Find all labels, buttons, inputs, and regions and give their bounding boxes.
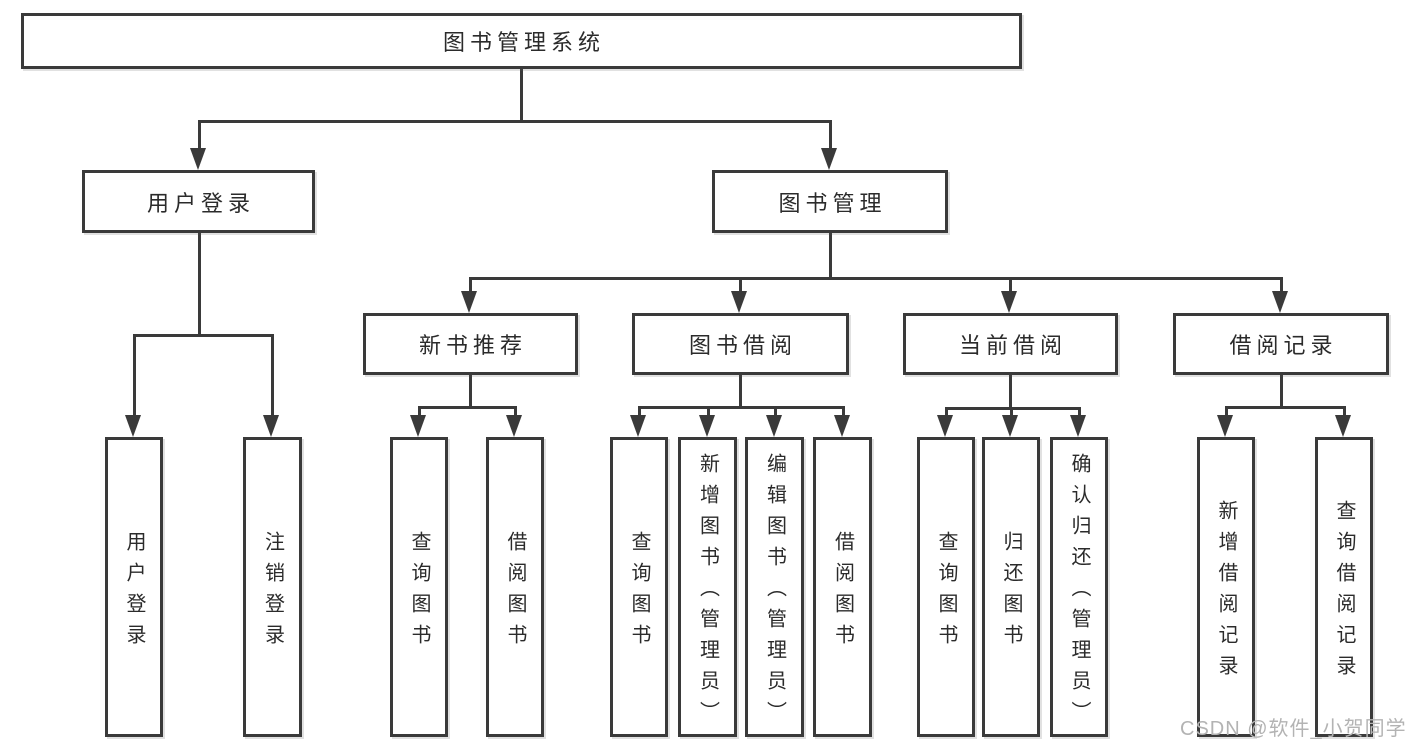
connector-stem bbox=[739, 373, 742, 409]
node-label-leaf-borrow-books-1: 借阅图书 bbox=[504, 530, 526, 655]
node-leaf-add-books-admin: 新增图书（管理员） bbox=[678, 437, 737, 737]
arrow-down-icon bbox=[1002, 415, 1018, 437]
arrow-down-icon bbox=[937, 415, 953, 437]
connector-drop bbox=[707, 407, 710, 419]
node-label-leaf-confirm-return-admin: 确认归还（管理员） bbox=[1068, 453, 1090, 732]
connector-drop bbox=[198, 121, 201, 152]
connector-drop bbox=[1343, 407, 1346, 419]
connector-drop bbox=[739, 278, 742, 295]
arrow-down-icon bbox=[461, 291, 477, 313]
node-leaf-add-borrow-record: 新增借阅记录 bbox=[1197, 437, 1255, 737]
arrow-down-icon bbox=[1335, 415, 1351, 437]
node-leaf-confirm-return-admin: 确认归还（管理员） bbox=[1050, 437, 1108, 737]
connector-drop bbox=[1078, 408, 1081, 419]
connector-stem bbox=[520, 67, 523, 123]
arrow-down-icon bbox=[190, 148, 206, 170]
connector-stem bbox=[469, 373, 472, 409]
node-borrowing-records: 借阅记录 bbox=[1173, 313, 1389, 375]
connector-rail bbox=[1225, 406, 1346, 409]
node-label-leaf-add-books-admin: 新增图书（管理员） bbox=[696, 453, 719, 732]
node-label-user-login: 用户登录 bbox=[146, 190, 255, 216]
node-leaf-return-books: 归还图书 bbox=[982, 437, 1040, 737]
connector-rail bbox=[418, 406, 517, 409]
node-label-leaf-query-books-1: 查询图书 bbox=[408, 530, 430, 655]
node-leaf-query-books-1: 查询图书 bbox=[390, 437, 448, 737]
node-label-leaf-borrow-books-2: 借阅图书 bbox=[831, 530, 854, 655]
node-book-borrowing: 图书借阅 bbox=[632, 313, 849, 375]
node-label-system: 图书管理系统 bbox=[442, 30, 605, 55]
arrow-down-icon bbox=[125, 415, 141, 437]
arrow-down-icon bbox=[506, 415, 522, 437]
connector-drop bbox=[1280, 278, 1283, 295]
node-user-login: 用户登录 bbox=[82, 170, 315, 233]
connector-drop bbox=[514, 407, 517, 419]
node-label-leaf-query-books-3: 查询图书 bbox=[935, 530, 957, 655]
arrow-down-icon bbox=[410, 415, 426, 437]
node-leaf-borrow-books-2: 借阅图书 bbox=[813, 437, 872, 737]
csdn-watermark: CSDN @软件_小贺同学 bbox=[1180, 718, 1405, 740]
connector-drop bbox=[1010, 408, 1013, 419]
connector-rail bbox=[469, 277, 1283, 280]
connector-drop bbox=[829, 121, 832, 152]
node-label-leaf-edit-books-admin: 编辑图书（管理员） bbox=[763, 453, 786, 732]
arrow-down-icon bbox=[699, 415, 715, 437]
node-leaf-user-login: 用户登录 bbox=[105, 437, 163, 737]
connector-rail bbox=[133, 334, 274, 337]
connector-stem bbox=[1280, 373, 1283, 409]
arrow-down-icon bbox=[1001, 291, 1017, 313]
node-leaf-logout: 注销登录 bbox=[243, 437, 302, 737]
arrow-down-icon bbox=[1070, 415, 1086, 437]
connector-drop bbox=[1009, 278, 1012, 295]
node-leaf-borrow-books-1: 借阅图书 bbox=[486, 437, 544, 737]
arrow-down-icon bbox=[834, 415, 850, 437]
connector-stem bbox=[198, 231, 201, 337]
arrow-down-icon bbox=[766, 415, 782, 437]
connector-drop bbox=[774, 407, 777, 419]
arrow-down-icon bbox=[821, 148, 837, 170]
arrow-down-icon bbox=[263, 415, 279, 437]
connector-drop bbox=[945, 408, 948, 419]
connector-drop bbox=[842, 407, 845, 419]
node-current-borrowing: 当前借阅 bbox=[903, 313, 1118, 375]
node-leaf-query-books-3: 查询图书 bbox=[917, 437, 975, 737]
node-system: 图书管理系统 bbox=[21, 13, 1022, 69]
node-label-new-book-recommend: 新书推荐 bbox=[418, 333, 527, 358]
arrow-down-icon bbox=[1217, 415, 1233, 437]
node-new-book-recommend: 新书推荐 bbox=[363, 313, 578, 375]
connector-drop bbox=[418, 407, 421, 419]
node-label-leaf-query-books-2: 查询图书 bbox=[628, 530, 650, 655]
node-label-book-borrowing: 图书借阅 bbox=[688, 333, 797, 358]
connector-rail bbox=[638, 406, 845, 409]
node-leaf-edit-books-admin: 编辑图书（管理员） bbox=[745, 437, 804, 737]
connector-drop bbox=[133, 335, 136, 419]
node-label-borrowing-records: 借阅记录 bbox=[1229, 333, 1338, 358]
connector-drop bbox=[271, 335, 274, 419]
node-label-book-management: 图书管理 bbox=[778, 190, 887, 216]
node-label-leaf-return-books: 归还图书 bbox=[1000, 530, 1022, 655]
connector-stem bbox=[1009, 373, 1012, 410]
node-label-current-borrowing: 当前借阅 bbox=[958, 333, 1067, 358]
node-label-leaf-query-borrow-record: 查询借阅记录 bbox=[1333, 499, 1355, 686]
node-label-leaf-add-borrow-record: 新增借阅记录 bbox=[1215, 499, 1237, 686]
connector-drop bbox=[469, 278, 472, 295]
arrow-down-icon bbox=[630, 415, 646, 437]
connector-rail bbox=[945, 407, 1081, 410]
arrow-down-icon bbox=[1272, 291, 1288, 313]
node-label-leaf-logout: 注销登录 bbox=[261, 530, 284, 655]
connector-stem bbox=[829, 231, 832, 280]
node-label-leaf-user-login: 用户登录 bbox=[123, 530, 145, 655]
connector-drop bbox=[1225, 407, 1228, 419]
arrow-down-icon bbox=[731, 291, 747, 313]
connector-drop bbox=[638, 407, 641, 419]
node-leaf-query-books-2: 查询图书 bbox=[610, 437, 668, 737]
node-book-management: 图书管理 bbox=[712, 170, 948, 233]
connector-rail bbox=[198, 120, 832, 123]
node-leaf-query-borrow-record: 查询借阅记录 bbox=[1315, 437, 1373, 737]
